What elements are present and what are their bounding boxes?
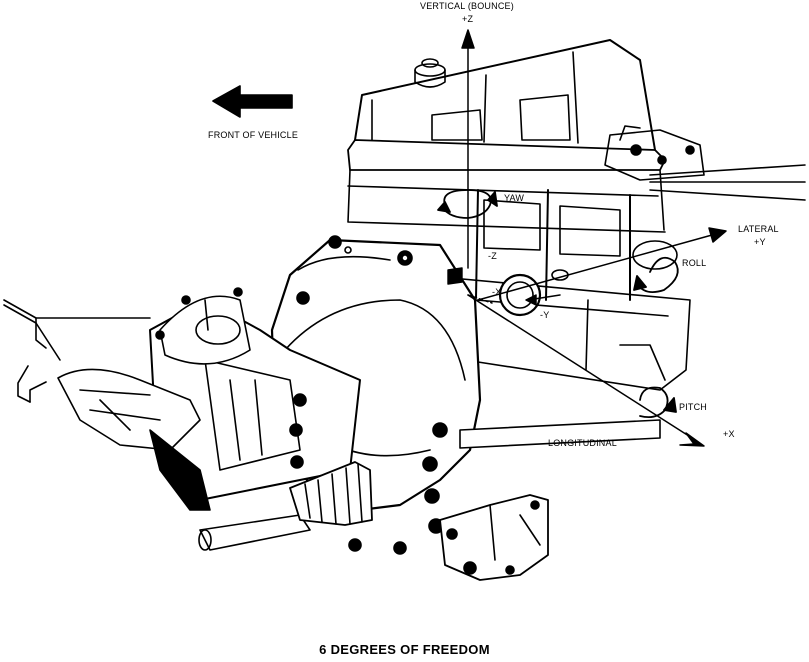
label-minus-z: -Z bbox=[488, 251, 497, 261]
transmission bbox=[57, 235, 661, 581]
label-roll: ROLL bbox=[682, 258, 707, 268]
diagram-caption: 6 DEGREES OF FREEDOM bbox=[319, 642, 490, 657]
vertical-bounce-marker bbox=[447, 267, 463, 285]
label-longitudinal: LONGITUDINAL bbox=[548, 438, 617, 448]
frame-rail bbox=[3, 299, 151, 403]
label-pitch: PITCH bbox=[679, 402, 707, 412]
label-front-of-vehicle: FRONT OF VEHICLE bbox=[208, 130, 299, 140]
axis-lateral-y bbox=[477, 227, 727, 301]
label-vertical-bounce: VERTICAL (BOUNCE) bbox=[420, 1, 514, 11]
axes bbox=[461, 29, 727, 447]
label-plus-y: +Y bbox=[754, 237, 766, 247]
label-yaw: YAW bbox=[504, 193, 525, 203]
label-lateral: LATERAL bbox=[738, 224, 779, 234]
axis-longitudinal-x bbox=[467, 294, 705, 447]
yaw-rotation-arrow bbox=[437, 189, 498, 219]
label-plus-x: +X bbox=[723, 429, 735, 439]
front-of-vehicle-arrow bbox=[212, 85, 293, 118]
pitch-rotation-arrow bbox=[639, 386, 677, 419]
label-minus-x: -X bbox=[492, 287, 502, 297]
roll-rotation-arrow bbox=[633, 256, 679, 294]
axis-vertical-z bbox=[461, 29, 475, 269]
engine-block bbox=[347, 39, 806, 391]
label-minus-y: -Y bbox=[540, 310, 550, 320]
label-plus-z: +Z bbox=[462, 14, 474, 24]
